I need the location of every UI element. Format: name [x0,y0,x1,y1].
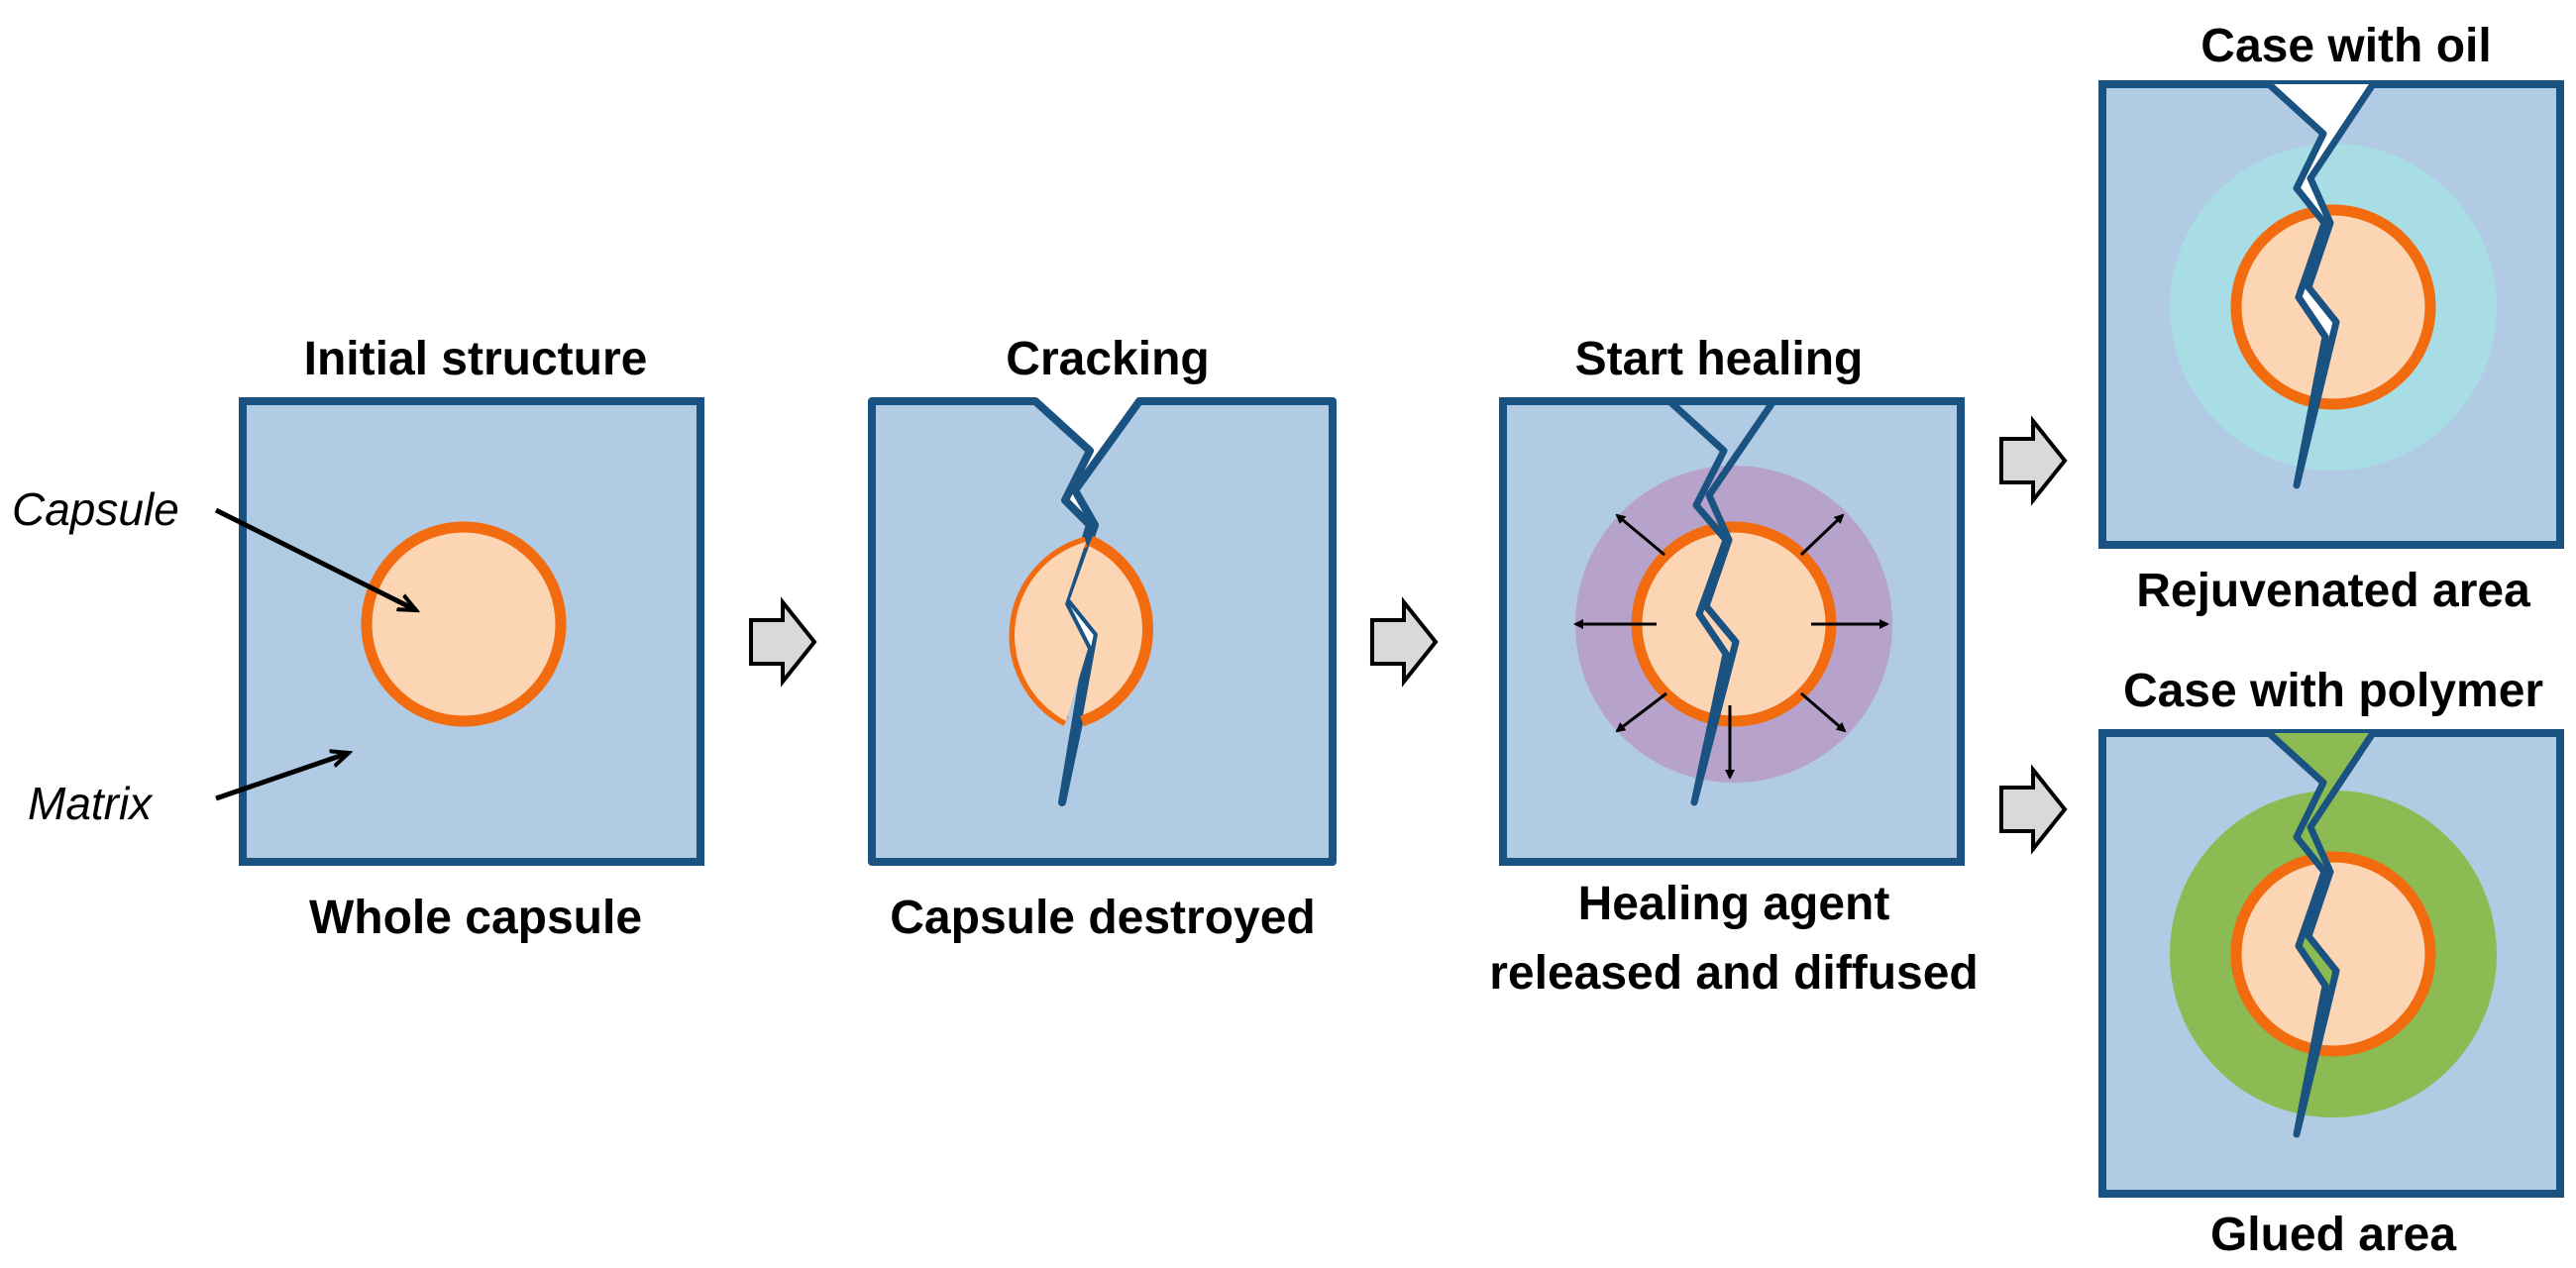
stage-healing: Start healing Healing agent released and… [1489,333,1978,1000]
matrix-pointer-arrow [215,753,349,801]
capsule-label: Capsule [12,483,179,535]
stage-title-cracking: Cracking [1006,333,1209,385]
stage-caption-initial: Whole capsule [309,892,642,944]
stage-caption-healing-line1: Healing agent [1578,878,1890,930]
crack-oil [2102,80,2376,489]
capsule-left-fill [1015,542,1088,721]
capsule-healing [1631,521,1837,727]
crack-polymer [2102,729,2376,1138]
stage-title-polymer: Case with polymer [2123,665,2543,717]
capsule-polymer [2230,851,2436,1057]
callout-matrix: Matrix [28,753,349,829]
stage-title-oil: Case with oil [2200,20,2491,72]
step-arrow-1 [749,596,817,687]
capsule-oil [2230,204,2436,410]
crack-healing [1503,397,1776,806]
stage-caption-healing-line2: released and diffused [1489,947,1978,1000]
diffusion-arrows [1573,513,1889,780]
capsule-right-fill [1070,541,1148,721]
stage-caption-cracking: Capsule destroyed [890,892,1315,944]
step-arrow-2 [1370,596,1439,687]
capsule-pointer-arrow [214,507,416,613]
matrix-label: Matrix [28,778,154,829]
stage-initial: Initial structure Whole capsule [239,333,704,944]
stage-caption-oil: Rejuvenated area [2136,565,2530,617]
stage-title-initial: Initial structure [304,333,648,385]
capsule-right-half [1080,535,1153,727]
stage-title-healing: Start healing [1575,333,1864,385]
stage-polymer: Case with polymer Glued area [2098,665,2564,1261]
stage-oil: Case with oil Rejuvenated area [2098,20,2564,617]
callout-capsule: Capsule [12,483,416,613]
stage-cracking: Cracking Capsule destroyed [868,333,1337,944]
step-arrow-oil [1999,415,2068,506]
capsule [361,521,567,727]
step-arrow-polymer [1999,764,2068,855]
stage-caption-polymer: Glued area [2210,1209,2456,1261]
